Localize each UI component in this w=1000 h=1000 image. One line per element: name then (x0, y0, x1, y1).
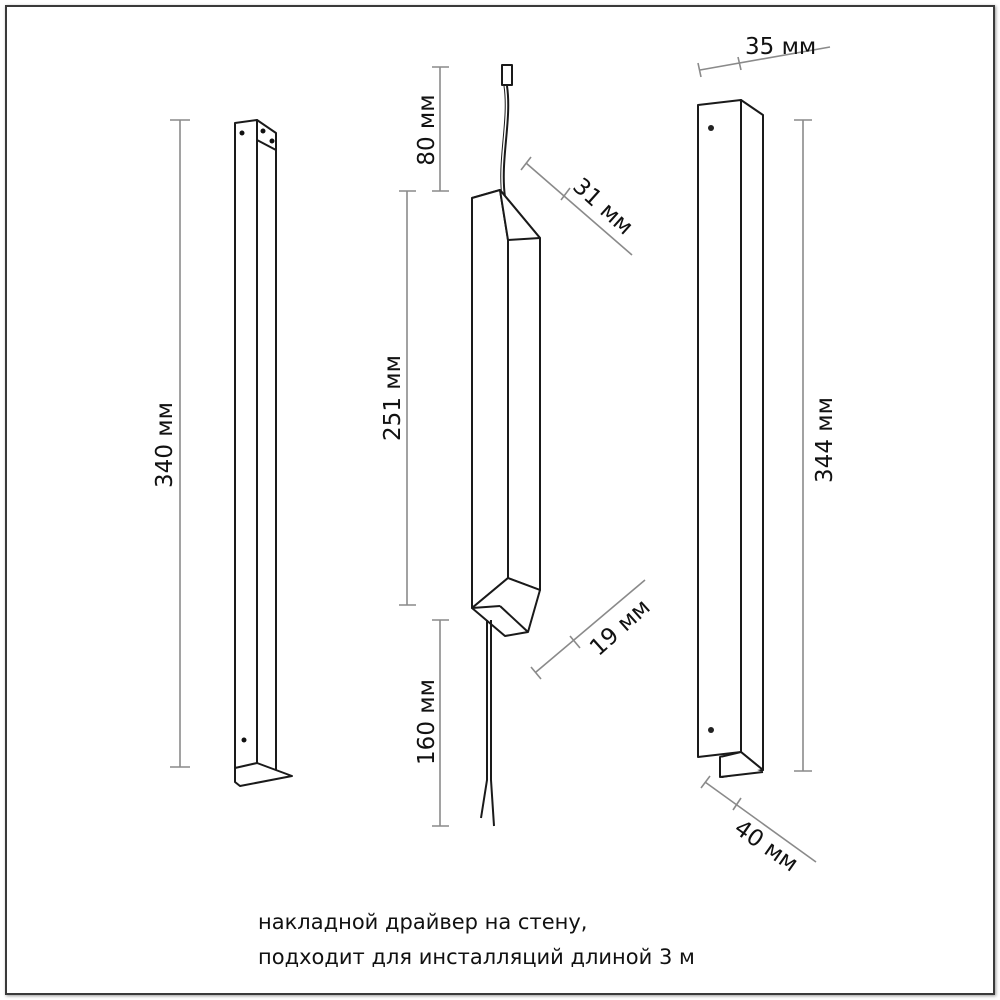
dim-label-160: 160 мм (414, 679, 440, 765)
driver-unit (471, 64, 541, 827)
dim-label-340: 340 мм (152, 402, 178, 488)
dim-label-344: 344 мм (812, 397, 838, 483)
diagram-frame (5, 5, 995, 995)
right-profile-bar (697, 99, 764, 778)
dimension-40: 40 мм (700, 775, 817, 877)
caption: накладной драйвер на стену, подходит для… (258, 905, 695, 975)
dimension-251: 251 мм (380, 190, 416, 606)
caption-line-1: накладной драйвер на стену, (258, 910, 588, 934)
caption-line-2: подходит для инсталляций длиной 3 м (258, 945, 695, 969)
dimension-160: 160 мм (414, 619, 449, 827)
dim-label-251: 251 мм (380, 355, 406, 441)
dimension-35: 35 мм (697, 34, 831, 78)
dimension-344: 344 мм (794, 119, 838, 772)
dimension-19: 19 мм (530, 579, 656, 680)
dim-label-80: 80 мм (414, 94, 440, 165)
dimension-80: 80 мм (414, 66, 449, 192)
dim-label-35: 35 мм (745, 34, 816, 60)
dimension-340: 340 мм (152, 119, 190, 768)
dim-label-19: 19 мм (585, 594, 655, 661)
dim-label-40: 40 мм (729, 815, 802, 877)
left-mounting-bar (234, 119, 293, 787)
